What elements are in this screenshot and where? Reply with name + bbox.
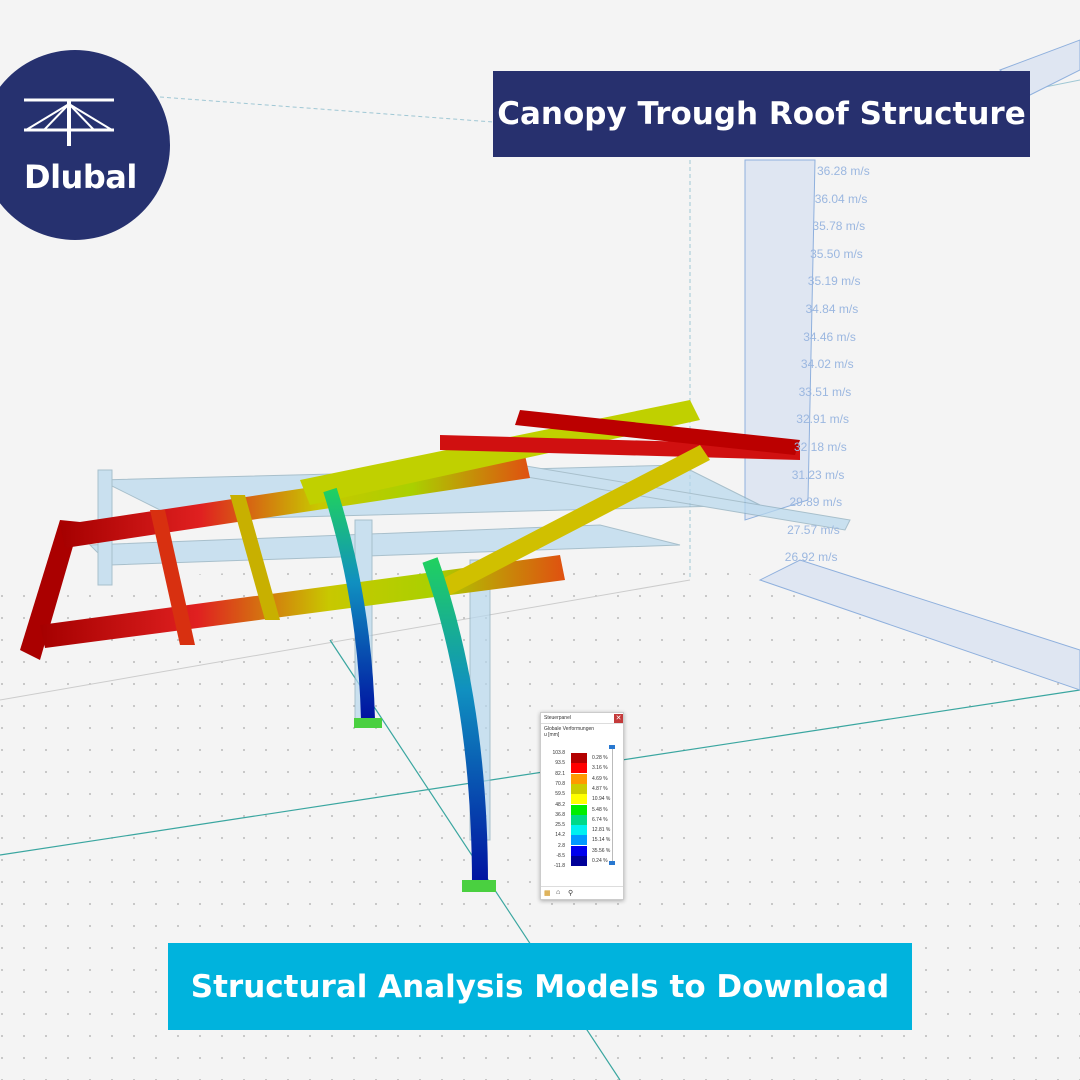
wind-speed-label: 35.78 m/s bbox=[812, 219, 866, 234]
panel-unit: u [mm] bbox=[544, 732, 560, 738]
wind-speed-label: 35.19 m/s bbox=[807, 274, 861, 289]
wind-speed-label: 34.84 m/s bbox=[805, 302, 859, 316]
legend-swatch bbox=[571, 825, 587, 836]
wind-speed-label: 29.89 m/s bbox=[789, 495, 843, 510]
wind-speed-label: 34.46 m/s bbox=[803, 329, 856, 344]
legend-value: 36.8 bbox=[555, 811, 565, 818]
legend-swatch bbox=[571, 835, 587, 846]
legend-swatch bbox=[571, 856, 587, 866]
legend-value: 82.1 bbox=[555, 770, 565, 777]
legend-row: 93.5 3.16 % bbox=[541, 760, 623, 774]
legend-percent: 4.87 % bbox=[592, 785, 608, 792]
wind-speed-label: 27.57 m/s bbox=[787, 522, 840, 537]
legend-row: 82.1 4.69 % bbox=[541, 770, 623, 784]
legend-value: 2.8 bbox=[558, 842, 565, 849]
legend-value: 59.5 bbox=[555, 791, 565, 798]
model-icon[interactable]: ⌂ bbox=[556, 889, 561, 896]
slider-handle-top[interactable] bbox=[609, 745, 615, 749]
legend-row: 36.8 6.74 % bbox=[541, 811, 623, 825]
panel-subtitle: Globale Verformungen bbox=[544, 726, 595, 732]
close-icon[interactable]: ✕ bbox=[614, 713, 623, 723]
legend-value: 14.2 bbox=[555, 832, 565, 839]
wind-speed-label: 34.02 m/s bbox=[800, 357, 854, 372]
legend-percent: 35.56 % bbox=[592, 847, 611, 854]
legend-percent: 4.69 % bbox=[592, 775, 608, 782]
legend-row: 48.2 5.48 % bbox=[541, 801, 623, 815]
legend-row: 70.8 4.87 % bbox=[541, 780, 623, 794]
bridge-logo-icon bbox=[24, 98, 114, 146]
legend-swatch bbox=[571, 845, 587, 856]
panel-toolbar: ▦ ⌂ ⚲ bbox=[541, 886, 623, 899]
control-panel[interactable]: Steuerpanel ✕ Globale Verformungen u [mm… bbox=[540, 712, 624, 900]
wind-speed-label: 35.50 m/s bbox=[810, 246, 863, 261]
structure-icon[interactable]: ⚲ bbox=[568, 890, 574, 897]
legend-row: 59.5 10.94 % bbox=[541, 791, 623, 805]
download-banner[interactable]: Structural Analysis Models to Download bbox=[168, 943, 912, 1030]
legend-swatch bbox=[571, 763, 587, 774]
legend-percent: 0.24 % bbox=[592, 858, 608, 864]
legend-row: -8.5 0.24 % bbox=[541, 853, 623, 866]
legend-percent: 3.16 % bbox=[592, 765, 608, 772]
wind-speed-label: 33.51 m/s bbox=[798, 384, 852, 399]
legend-row: 25.5 12.81 % bbox=[541, 822, 623, 836]
legend-percent: 0.28 % bbox=[592, 755, 608, 761]
legend-row: 103.8 0.28 % bbox=[541, 750, 623, 763]
legend-swatch bbox=[571, 753, 587, 763]
legend-swatch bbox=[571, 783, 587, 794]
legend-value: -8.5 bbox=[556, 853, 565, 859]
wind-speed-label: 26.92 m/s bbox=[784, 550, 838, 565]
dlubal-logo: Dlubal bbox=[0, 50, 170, 240]
legend-percent: 15.14 % bbox=[592, 837, 611, 844]
wind-speed-label: 31.23 m/s bbox=[791, 467, 845, 482]
column-base-plate bbox=[354, 718, 382, 728]
legend-slider[interactable] bbox=[612, 747, 613, 865]
legend-swatch bbox=[571, 814, 587, 825]
wind-speed-label: 32.91 m/s bbox=[796, 412, 849, 427]
legend-row: -11.8 bbox=[541, 863, 623, 876]
legend-percent: 6.74 % bbox=[592, 816, 608, 823]
slider-handle-bottom[interactable] bbox=[609, 861, 615, 865]
legend-percent: 10.94 % bbox=[592, 796, 611, 803]
legend-value: 93.5 bbox=[555, 760, 565, 767]
legend-value: 103.8 bbox=[552, 750, 565, 756]
legend-row: 2.8 35.56 % bbox=[541, 842, 623, 856]
legend-percent: 5.48 % bbox=[592, 806, 608, 813]
legend-percent: 12.81 % bbox=[592, 827, 611, 834]
legend-row: 14.2 15.14 % bbox=[541, 832, 623, 846]
legend-value: 48.2 bbox=[555, 801, 565, 808]
legend-swatch bbox=[571, 804, 587, 815]
columns bbox=[323, 487, 496, 892]
wind-speed-label: 36.04 m/s bbox=[814, 191, 868, 206]
column-base-plate bbox=[462, 880, 496, 892]
legend-swatch bbox=[571, 794, 587, 805]
logo-wordmark: Dlubal bbox=[24, 158, 137, 196]
page-title: Canopy Trough Roof Structure bbox=[493, 71, 1030, 157]
color-scale-icon[interactable]: ▦ bbox=[544, 890, 551, 897]
wind-speed-label: 32.18 m/s bbox=[794, 440, 847, 454]
legend-swatch bbox=[571, 773, 587, 784]
legend-value: 25.5 bbox=[555, 822, 565, 829]
panel-title: Steuerpanel bbox=[544, 715, 571, 721]
legend-value: 70.8 bbox=[555, 780, 565, 787]
wind-speed-label: 36.28 m/s bbox=[817, 164, 870, 178]
legend-value: -11.8 bbox=[553, 863, 565, 870]
